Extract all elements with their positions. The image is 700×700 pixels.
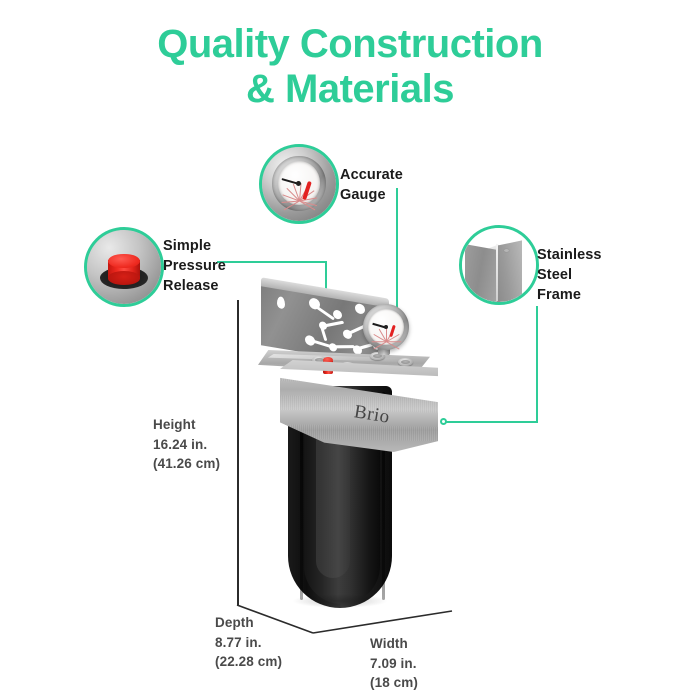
product-canister-groove bbox=[300, 392, 303, 600]
product-image-water-filter-housing: Brio bbox=[258, 277, 458, 618]
page-title-line-1: Quality Construction bbox=[157, 22, 543, 66]
product-deck-boss bbox=[370, 352, 385, 360]
dimension-line-height bbox=[237, 300, 239, 605]
product-gauge-stem bbox=[378, 346, 390, 355]
connector-frame-vertical bbox=[536, 306, 538, 423]
page-title-line-2: & Materials bbox=[246, 66, 454, 111]
product-ground-shadow bbox=[292, 594, 388, 608]
product-deck-boss bbox=[312, 356, 327, 364]
product-pressure-gauge bbox=[363, 304, 409, 350]
callout-label-pressure-release: Simple Pressure Release bbox=[163, 238, 226, 294]
page-title: Quality Construction & Materials bbox=[0, 22, 700, 112]
callout-icon-stainless-steel-frame bbox=[459, 225, 539, 305]
dimension-label-depth: Depth 8.77 in. (22.28 cm) bbox=[215, 615, 283, 670]
product-deck-boss bbox=[398, 358, 413, 366]
callout-icon-pressure-release bbox=[84, 227, 164, 307]
connector-frame-horizontal bbox=[444, 421, 538, 423]
callout-icon-accurate-gauge bbox=[259, 144, 339, 224]
callout-label-accurate-gauge: Accurate Gauge bbox=[340, 167, 403, 203]
connector-pressure-release-horizontal bbox=[217, 261, 327, 263]
connector-dot-frame bbox=[440, 418, 447, 425]
dimension-label-height: Height 16.24 in. (41.26 cm) bbox=[153, 417, 221, 472]
dimension-label-width: Width 7.09 in. (18 cm) bbox=[370, 636, 418, 691]
connector-gauge-vertical bbox=[396, 188, 398, 314]
product-canister-groove bbox=[382, 392, 385, 600]
product-deck-highlight bbox=[268, 354, 408, 362]
callout-label-stainless-steel-frame: Stainless Steel Frame bbox=[537, 247, 602, 303]
